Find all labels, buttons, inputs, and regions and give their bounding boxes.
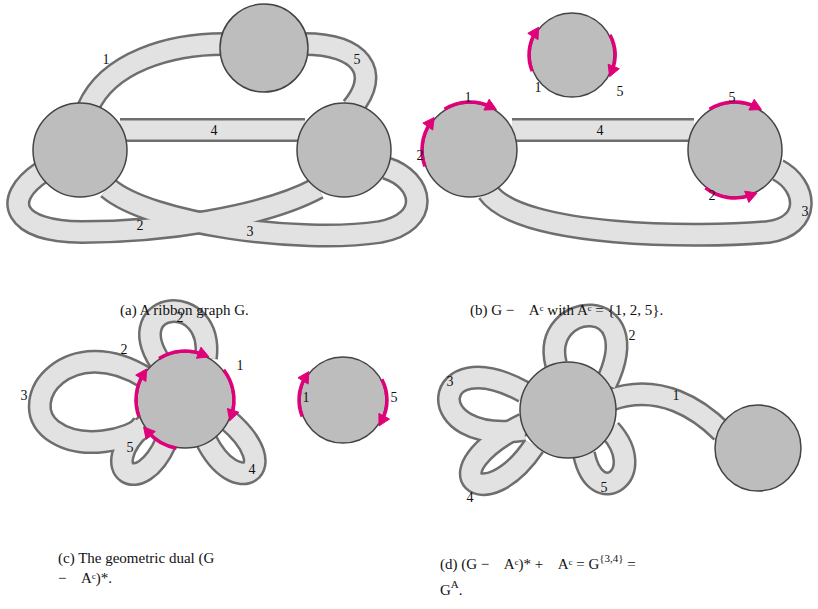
edge-number: 4 (467, 491, 474, 505)
edge-number: 2 (629, 329, 636, 343)
edge-number: 5 (617, 85, 624, 99)
arrow-head (144, 427, 156, 439)
edge-number: 4 (597, 124, 604, 138)
edge-number: 5 (127, 441, 134, 455)
edge-number: 2 (417, 149, 424, 163)
arrow-head (298, 372, 309, 385)
edge-number: 3 (802, 205, 809, 219)
subfigure-caption: (d) (G −⃗ Aᶜ)* +⃗ Aᶜ = G{3,4} = GA. (440, 548, 640, 600)
edge-number: 5 (601, 481, 608, 495)
edge-number: 1 (465, 91, 472, 105)
edge-number: 1 (673, 389, 680, 403)
arrow-head (227, 409, 238, 421)
arrow-head (196, 347, 208, 358)
edge-number: 5 (391, 391, 398, 405)
edge-number: 1 (103, 53, 110, 67)
arrow-head (528, 27, 539, 40)
subfigure-caption: (a) A ribbon graph G. (120, 300, 420, 320)
caption-text: (b) G −⃗ Aᶜ with Aᶜ = {1, 2, 5}. (470, 302, 663, 318)
caption-text: (a) A ribbon graph G. (120, 302, 249, 318)
edge-number: 1 (535, 81, 542, 95)
edge-number: 5 (354, 53, 361, 67)
arrow-head (749, 99, 762, 110)
arrow-head (484, 99, 497, 110)
edge-number: 1 (237, 359, 244, 373)
subfigure-caption: (c) The geometric dual (G −⃗ Aᶜ)*. (58, 548, 218, 588)
caption-text: . (459, 582, 463, 598)
edge-number: 2 (709, 189, 716, 203)
edge-number: 5 (729, 91, 736, 105)
edge-number: 4 (249, 463, 256, 477)
subfigure-caption: (b) G −⃗ Aᶜ with Aᶜ = {1, 2, 5}. (470, 300, 800, 320)
edge-number: 3 (21, 389, 28, 403)
edge-number: 2 (121, 343, 128, 357)
arrow-head (423, 118, 434, 130)
caption-text: (d) (G −⃗ Aᶜ)* +⃗ Aᶜ = G (440, 556, 599, 572)
half-edge-arc (136, 374, 143, 417)
half-edge-arc (382, 379, 387, 420)
edge-number: 1 (303, 391, 310, 405)
edge-number: 4 (211, 124, 218, 138)
arrow-head (379, 413, 390, 426)
half-edge-arc (224, 370, 234, 415)
caption-text: A (451, 578, 459, 590)
arrow-head (136, 369, 147, 382)
edge-number: 3 (447, 375, 454, 389)
edge-number: 2 (137, 219, 144, 233)
arrow-head (745, 191, 757, 202)
caption-text: (c) The geometric dual (G −⃗ Aᶜ)*. (58, 550, 218, 586)
caption-text: {3,4} (599, 552, 623, 564)
arrow-head (608, 64, 619, 76)
edge-number: 3 (247, 225, 254, 239)
